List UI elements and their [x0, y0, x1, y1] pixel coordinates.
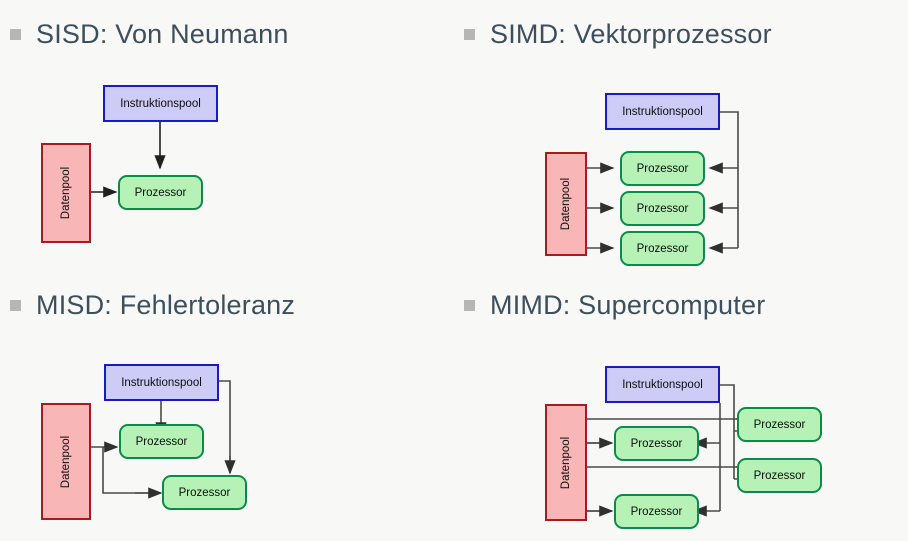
- node-label: Prozessor: [135, 435, 188, 448]
- page-title-simd: SIMD: Vektorprozessor: [490, 18, 772, 49]
- node-processor-2: Prozessor: [162, 475, 247, 510]
- bullet-square-icon: [10, 299, 21, 311]
- bus-data-branch-1: [583, 419, 604, 444]
- node-label: Prozessor: [753, 418, 806, 431]
- quadrant-simd: SIMD: Vektorprozessor In: [454, 0, 908, 270]
- node-instruction-pool: Instruktionspool: [103, 85, 218, 122]
- node-label: Datenpool: [560, 436, 572, 489]
- quadrant-misd: MISD: Fehlertoleranz Ins: [0, 271, 454, 541]
- bus-instruction: [217, 380, 231, 469]
- quadrant-mimd: MIMD: Supercomputer: [454, 271, 908, 541]
- node-label: Datenpool: [60, 435, 72, 488]
- node-processor-right-1: Prozessor: [737, 407, 822, 442]
- page-title-mimd: MIMD: Supercomputer: [490, 289, 766, 320]
- page-title-sisd: SISD: Von Neumann: [36, 18, 289, 49]
- node-label: Prozessor: [178, 486, 231, 499]
- bus-data: [102, 447, 150, 494]
- node-label: Prozessor: [636, 242, 689, 255]
- diagram-mimd: Instruktionspool Prozessor Prozessor Pro…: [454, 271, 908, 541]
- node-label: Prozessor: [630, 505, 683, 518]
- heading-misd: MISD: Fehlertoleranz: [10, 285, 295, 325]
- connector-layer-simd: [585, 111, 739, 254]
- node-data-pool: Datenpool: [41, 403, 91, 520]
- heading-sisd: SISD: Von Neumann: [10, 14, 289, 54]
- bullet-square-icon: [464, 299, 475, 311]
- diagram-misd: Instruktionspool Prozessor Prozessor Dat…: [0, 271, 454, 541]
- node-processor-left-1: Prozessor: [614, 426, 699, 461]
- connector-layer-misd: [91, 380, 236, 499]
- node-instruction-pool: Instruktionspool: [104, 364, 219, 401]
- node-label: Datenpool: [560, 177, 572, 231]
- node-data-pool: Datenpool: [545, 152, 587, 256]
- diagram-sisd: Instruktionspool Prozessor Datenpool: [0, 0, 454, 270]
- node-instruction-pool: Instruktionspool: [605, 93, 720, 130]
- bus-data-branch-2: [583, 467, 604, 512]
- page-title-misd: MISD: Fehlertoleranz: [36, 289, 296, 320]
- node-label: Prozessor: [630, 437, 683, 450]
- node-processor-3: Prozessor: [620, 231, 705, 266]
- node-label: Instruktionspool: [120, 97, 201, 110]
- bullet-square-icon: [464, 28, 475, 40]
- node-instruction-pool: Instruktionspool: [605, 366, 720, 403]
- node-processor-1: Prozessor: [620, 151, 705, 186]
- node-label: Prozessor: [636, 202, 689, 215]
- node-label: Instruktionspool: [121, 376, 202, 389]
- node-label: Prozessor: [753, 469, 806, 482]
- node-processor-1: Prozessor: [118, 175, 203, 210]
- node-processor-right-2: Prozessor: [737, 458, 822, 493]
- connector-layer-sisd: [91, 122, 166, 198]
- node-processor-2: Prozessor: [620, 191, 705, 226]
- node-processor-left-2: Prozessor: [614, 494, 699, 529]
- node-label: Instruktionspool: [622, 378, 703, 391]
- node-label: Prozessor: [134, 186, 187, 199]
- bus-instruction: [709, 111, 739, 248]
- heading-mimd: MIMD: Supercomputer: [464, 285, 765, 325]
- node-data-pool: Datenpool: [545, 404, 587, 521]
- node-label: Instruktionspool: [622, 105, 703, 118]
- quadrant-sisd: SISD: Von Neumann Instruktionspool Proze…: [0, 0, 454, 270]
- diagram-simd: Instruktionspool Prozessor Prozessor Pro…: [454, 0, 908, 270]
- node-data-pool: Datenpool: [41, 143, 91, 243]
- bullet-square-icon: [10, 28, 21, 40]
- heading-simd: SIMD: Vektorprozessor: [464, 14, 772, 54]
- node-label: Prozessor: [636, 162, 689, 175]
- node-label: Datenpool: [60, 166, 72, 220]
- node-processor-1: Prozessor: [119, 424, 204, 459]
